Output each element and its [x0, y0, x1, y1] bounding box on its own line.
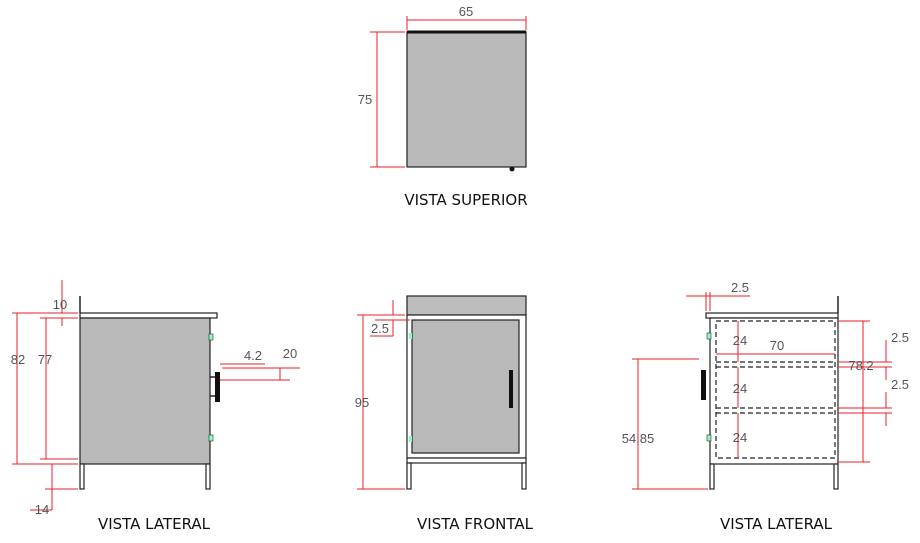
dim-front-height: 95 — [355, 395, 369, 410]
side-right-top-slab — [705, 312, 839, 319]
dim-side-right-shelf-1: 24 — [733, 333, 747, 348]
top-view: 65 75 VISTA SUPERIOR — [358, 4, 528, 209]
dim-side-right-shelf-thick-1: 2.5 — [891, 330, 909, 345]
side-left-handle — [215, 372, 220, 402]
side-left-leg-back — [205, 463, 211, 490]
front-leg-left — [406, 462, 412, 490]
dim-top-width: 65 — [459, 4, 473, 19]
side-left-body — [79, 317, 211, 465]
dim-side-right-shelf-3: 24 — [733, 430, 747, 445]
dim-front-gap: 2.5 — [371, 321, 389, 336]
side-right-leg-left — [709, 463, 715, 490]
side-right-frame — [709, 317, 839, 465]
dim-side-left-leg-height: 14 — [35, 502, 49, 517]
front-handle — [509, 370, 513, 408]
side-view-right: 2.5 24 24 24 70 2.5 2.5 78.2 54.85 VISTA… — [622, 280, 909, 533]
top-view-title: VISTA SUPERIOR — [404, 191, 527, 209]
dim-top-depth: 75 — [358, 92, 372, 107]
front-view: 2.5 95 VISTA FRONTAL — [355, 295, 534, 533]
front-hinge-bottom — [409, 436, 412, 442]
side-right-leg-right — [833, 463, 839, 490]
dim-side-right-handle-height: 54.85 — [622, 431, 655, 446]
side-right-inner-outline — [715, 320, 836, 459]
dim-side-left-body-height: 77 — [38, 352, 52, 367]
side-left-top-slab — [79, 312, 218, 319]
front-title: VISTA FRONTAL — [417, 515, 534, 533]
dim-side-right-shelf-thick-2: 2.5 — [891, 377, 909, 392]
dim-side-left-handle-offset: 4.2 — [244, 348, 262, 363]
side-right-hinge-top — [706, 332, 712, 340]
side-left-hinge-top — [208, 333, 214, 341]
side-right-hinge-bottom — [706, 434, 712, 442]
front-leg-right — [521, 462, 527, 490]
front-base-rail — [406, 457, 527, 464]
top-view-knob — [509, 166, 515, 172]
side-right-title: VISTA LATERAL — [720, 515, 833, 533]
front-top-slab — [406, 295, 527, 316]
top-view-panel — [406, 31, 527, 168]
side-right-handle — [701, 370, 706, 400]
dim-side-right-inner-height: 78.2 — [848, 358, 873, 373]
side-left-title: VISTA LATERAL — [98, 515, 211, 533]
front-hinge-top — [409, 333, 412, 339]
dim-side-right-shelf-2: 24 — [733, 381, 747, 396]
side-left-hinge-bottom — [208, 434, 214, 442]
side-view-left: 10 82 77 14 4.2 20 VISTA LATERAL — [11, 280, 300, 533]
dim-side-right-top-gap: 2.5 — [731, 280, 749, 295]
dim-side-left-handle-length: 20 — [283, 346, 297, 361]
front-door — [411, 319, 520, 454]
dim-side-right-inner-width: 70 — [770, 338, 784, 353]
dim-side-left-total-height: 82 — [11, 352, 25, 367]
side-left-leg-front — [79, 463, 85, 490]
dim-side-left-top-thickness: 10 — [53, 297, 67, 312]
